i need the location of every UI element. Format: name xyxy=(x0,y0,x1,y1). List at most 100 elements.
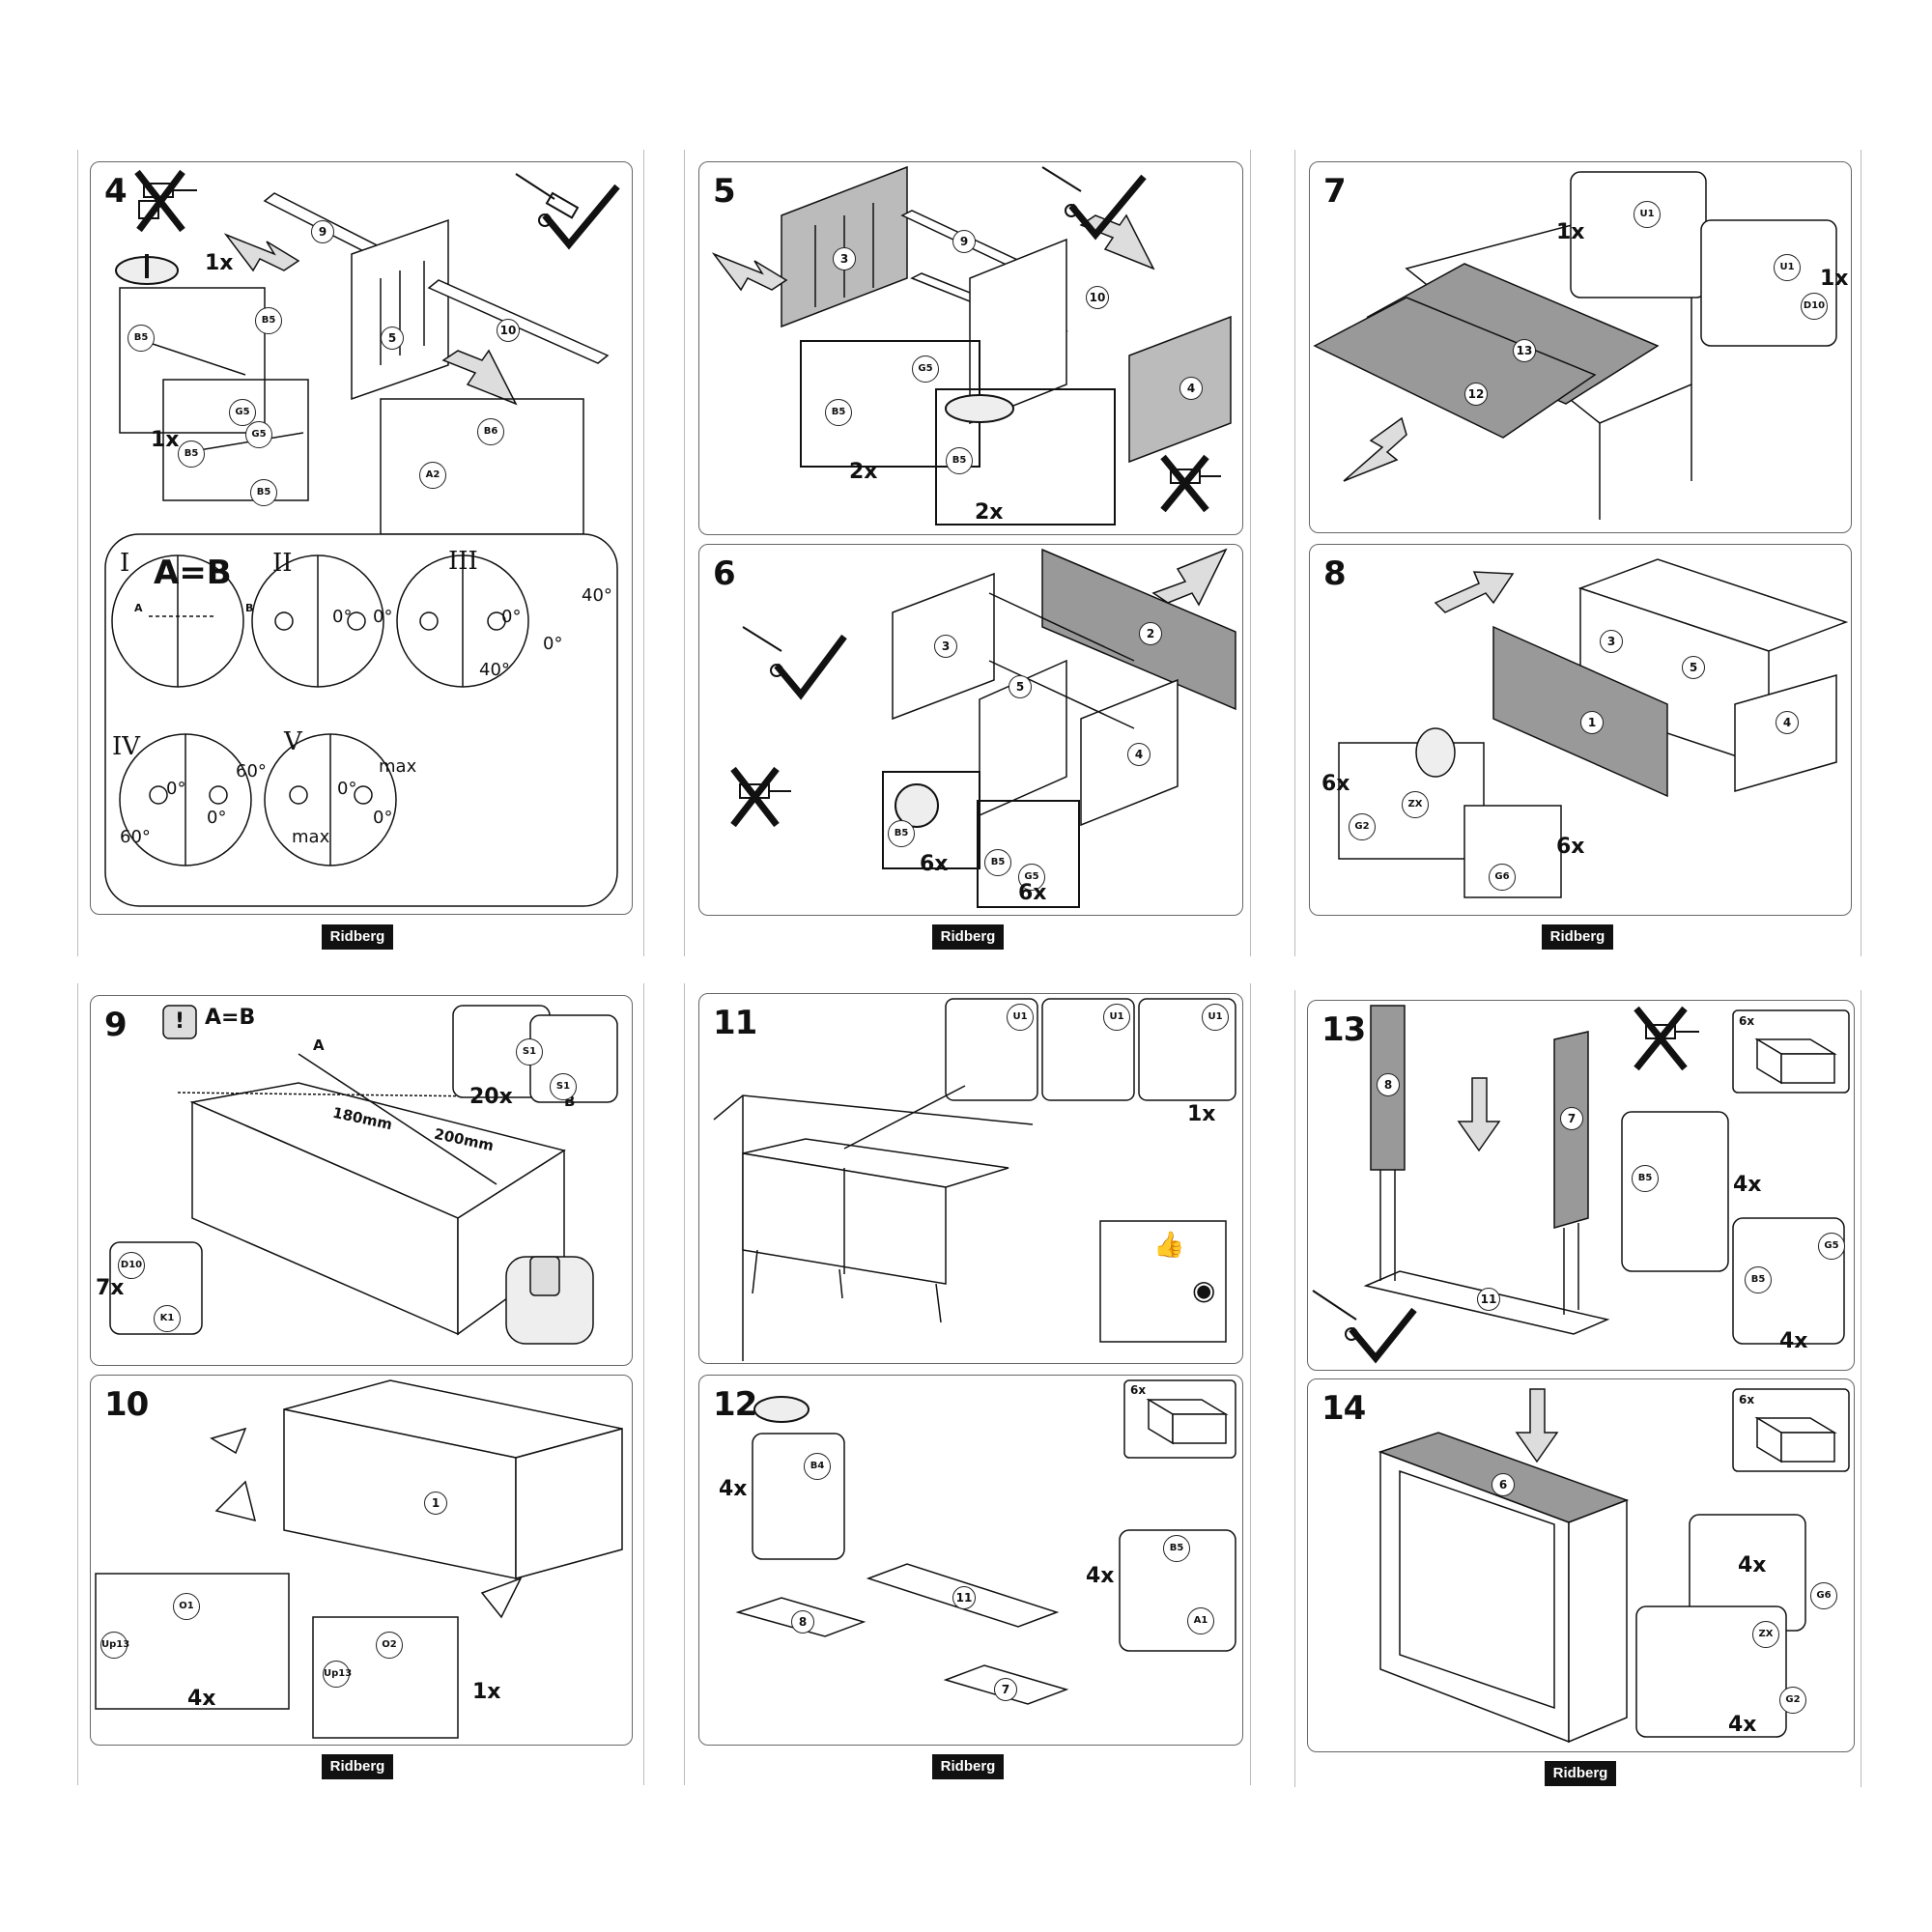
hardware-tag: U1 xyxy=(1202,1004,1229,1031)
manual-page-1: 4 1x 1x 9 5 10 B5 B5 G5 G5 B5 B5 B6 A2 A… xyxy=(77,150,644,956)
manual-page-2: 5 3 9 10 4 G5 B5 B5 2x 2x xyxy=(684,150,1251,956)
hardware-tag: U1 xyxy=(1634,201,1661,228)
brand-logo: Ridberg xyxy=(932,1754,1004,1779)
hardware-tag: O2 xyxy=(376,1632,403,1659)
hardware-tag: G2 xyxy=(1779,1687,1806,1714)
hardware-tag: B5 xyxy=(825,399,852,426)
step-8-panel: 8 3 5 1 4 ZX G2 G6 6x 6x xyxy=(1309,544,1852,916)
part-number: 11 xyxy=(952,1586,976,1609)
roman-numeral: V xyxy=(284,727,302,756)
hardware-tag: B5 xyxy=(888,820,915,847)
step-10-illustration xyxy=(95,1379,623,1739)
step-4-illustration xyxy=(104,169,620,907)
step-14-illustration xyxy=(1378,1388,1850,1744)
part-number: 3 xyxy=(1600,630,1623,653)
angle-label: max xyxy=(379,756,417,777)
hardware-tag: ZX xyxy=(1752,1621,1779,1648)
quantity-label: 6x xyxy=(1321,772,1350,796)
hardware-tag: G5 xyxy=(229,399,256,426)
part-number: 12 xyxy=(1464,383,1488,406)
hardware-tag: U1 xyxy=(1774,254,1801,281)
hardware-tag: S1 xyxy=(516,1038,543,1065)
drawer-box-label: 6x xyxy=(1130,1383,1147,1397)
quantity-label: 4x xyxy=(1728,1713,1757,1737)
step-14-panel: 14 6x 6 G6 ZX G2 4x 4x xyxy=(1307,1378,1855,1752)
step-number: 14 xyxy=(1321,1389,1366,1428)
step-number: 12 xyxy=(713,1385,757,1424)
hardware-tag: B5 xyxy=(1632,1165,1659,1192)
step-12-illustration xyxy=(735,1379,1236,1705)
part-number: 4 xyxy=(1776,711,1799,734)
manual-page-4: 9 ! A=B A B 180mm 200mm 20x 7x S1 S1 D10… xyxy=(77,983,644,1785)
hardware-tag: B5 xyxy=(1745,1266,1772,1293)
hardware-tag: B5 xyxy=(984,849,1011,876)
hardware-tag: A1 xyxy=(1187,1607,1214,1634)
quantity-label: 7x xyxy=(96,1276,125,1300)
brand-logo: Ridberg xyxy=(322,924,393,950)
part-number: 8 xyxy=(791,1610,814,1634)
part-number: 11 xyxy=(1477,1288,1500,1311)
step-number: 4 xyxy=(104,172,128,211)
angle-label: 0° xyxy=(166,779,186,799)
alignment-label: A=B xyxy=(154,554,232,592)
part-number: 3 xyxy=(833,247,856,270)
point-label: A xyxy=(313,1037,325,1054)
hardware-tag: B6 xyxy=(477,418,504,445)
quantity-label: 1x xyxy=(1187,1102,1216,1126)
hardware-tag: U1 xyxy=(1007,1004,1034,1031)
hardware-tag: K1 xyxy=(154,1305,181,1332)
part-number: 2 xyxy=(1139,622,1162,645)
quantity-label: 1x xyxy=(151,428,180,452)
angle-label: 40° xyxy=(582,585,612,606)
angle-label: 0° xyxy=(543,634,563,654)
part-number: 13 xyxy=(1513,339,1536,362)
roman-numeral: IV xyxy=(112,732,141,761)
quantity-label: 4x xyxy=(1738,1553,1767,1577)
alignment-label: A=B xyxy=(205,1006,256,1030)
step-number: 5 xyxy=(713,172,736,211)
hardware-tag: G5 xyxy=(245,421,272,448)
part-number: 7 xyxy=(1560,1107,1583,1130)
step-number: 6 xyxy=(713,554,736,593)
hardware-tag: D10 xyxy=(118,1252,145,1279)
hardware-tag: S1 xyxy=(550,1073,577,1100)
angle-label: max xyxy=(292,827,330,847)
hardware-tag: B5 xyxy=(250,479,277,506)
step-12-panel: 12 6x 11 8 7 B4 B5 A1 4x 4x xyxy=(698,1375,1243,1746)
step-5-illustration xyxy=(711,165,1232,526)
warning-icon: ! xyxy=(175,1009,185,1034)
angle-label: 0° xyxy=(332,607,353,627)
angle-label: 0° xyxy=(373,607,393,627)
part-number: 1 xyxy=(424,1492,447,1515)
part-number: 8 xyxy=(1377,1073,1400,1096)
part-number: 9 xyxy=(311,220,334,243)
step-number: 13 xyxy=(1321,1010,1366,1049)
part-number: 6 xyxy=(1492,1473,1515,1496)
drawer-box-label: 6x xyxy=(1739,1014,1755,1028)
quantity-label: 4x xyxy=(719,1477,748,1501)
step-10-panel: 10 1 O1 Up13 O2 Up13 4x 1x xyxy=(90,1375,633,1746)
brand-logo: Ridberg xyxy=(322,1754,393,1779)
step-7-illustration xyxy=(1313,171,1837,520)
step-7-panel: 7 13 12 U1 U1 D10 1x 1x xyxy=(1309,161,1852,533)
hardware-tag: G5 xyxy=(1018,864,1045,891)
angle-label: 0° xyxy=(501,607,522,627)
step-9-illustration xyxy=(109,1005,618,1345)
hardware-tag: Up13 xyxy=(100,1632,129,1659)
step-5-panel: 5 3 9 10 4 G5 B5 B5 2x 2x xyxy=(698,161,1243,535)
point-label: B xyxy=(564,1093,576,1110)
part-number: 1 xyxy=(1580,711,1604,734)
quantity-label: 2x xyxy=(849,460,878,484)
quantity-label: 1x xyxy=(205,251,234,275)
part-number: 4 xyxy=(1127,743,1151,766)
hardware-tag: G5 xyxy=(912,355,939,383)
eye-icon: ◉ xyxy=(1192,1274,1216,1306)
quantity-label: 20x xyxy=(469,1085,513,1109)
step-8-illustration xyxy=(1338,558,1849,898)
angle-label: 40° xyxy=(479,660,510,680)
quantity-label: 6x xyxy=(1018,881,1047,905)
point-label: B xyxy=(245,602,254,614)
step-6-panel: 6 3 5 2 4 B5 B5 G5 6x 6x xyxy=(698,544,1243,916)
angle-label: 0° xyxy=(373,808,393,828)
step-11-panel: 11 U1 U1 U1 1x ◉ 👍 xyxy=(698,993,1243,1364)
